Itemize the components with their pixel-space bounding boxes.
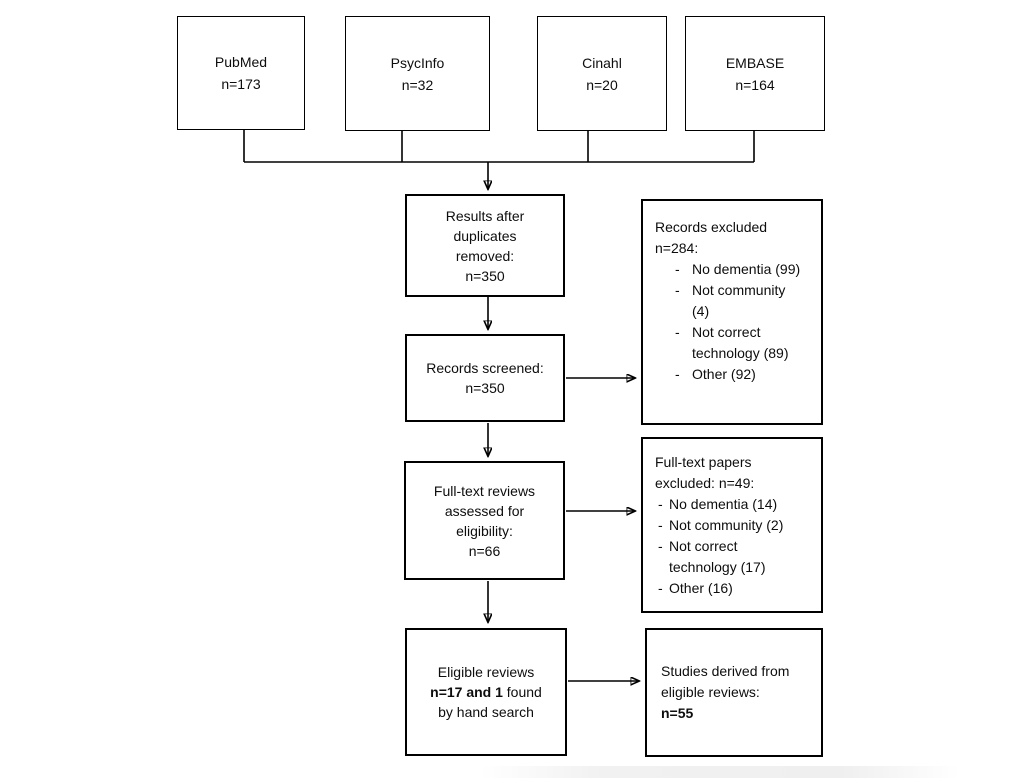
excluded-item: - Other (92) — [655, 364, 813, 385]
source-name: PsycInfo — [390, 54, 445, 71]
studies-derived-box: Studies derived from eligible reviews: n… — [645, 628, 823, 757]
source-count: n=20 — [586, 76, 618, 93]
dash-bullet: - — [675, 261, 680, 277]
dash-bullet: - — [675, 282, 680, 298]
dash-bullet: - — [658, 517, 663, 533]
excluded-item-text: Other (16) — [669, 580, 733, 596]
excluded-item: - Not correct technology (89) — [655, 322, 813, 364]
box-line: excluded: n=49: — [655, 475, 755, 491]
source-box-psycinfo: PsycInfo n=32 — [345, 16, 490, 131]
records-screened-box: Records screened: n=350 — [405, 334, 565, 422]
box-line: Results after — [445, 207, 525, 224]
excluded-item-text: Other (92) — [692, 366, 756, 382]
box-line: Records screened: — [426, 360, 544, 376]
dash-bullet: - — [658, 496, 663, 512]
box-line: Full-text reviews — [433, 482, 536, 499]
source-box-cinahl: Cinahl n=20 — [537, 16, 667, 131]
box-line: by hand search — [438, 704, 534, 720]
box-line: n=350 — [465, 380, 505, 396]
source-name: EMBASE — [725, 54, 785, 71]
source-count: n=173 — [221, 76, 261, 92]
excluded-item: - Not community (2) — [655, 515, 813, 536]
box-line: Full-text papers — [655, 454, 752, 470]
excluded-item: - Not community (4) — [655, 280, 813, 322]
box-line: duplicates — [453, 227, 517, 244]
dash-bullet: - — [675, 324, 680, 340]
excluded-item: - No dementia (99) — [655, 259, 813, 280]
excluded-item: - No dementia (14) — [655, 494, 813, 515]
source-box-embase: EMBASE n=164 — [685, 16, 825, 131]
box-line: Studies derived from — [661, 663, 790, 679]
fulltext-assessed-box: Full-text reviews assessed for eligibili… — [404, 461, 565, 580]
bottom-window-shadow — [480, 766, 960, 778]
box-line: n=350 — [465, 267, 505, 284]
excluded-item-text: Not community (4) — [692, 282, 786, 319]
source-name: Cinahl — [582, 54, 622, 71]
dash-bullet: - — [658, 538, 663, 554]
excluded-item: - Not correct technology (17) — [655, 536, 813, 578]
dash-bullet: - — [658, 580, 663, 596]
bold-count: n=17 and 1 — [430, 684, 503, 700]
box-line: eligible reviews: — [661, 684, 760, 700]
box-line: n=284: — [655, 240, 699, 256]
excluded-item-text: No dementia (99) — [692, 261, 801, 277]
source-name: PubMed — [214, 54, 268, 70]
box-line: n=66 — [468, 542, 501, 559]
excluded-item: - Other (16) — [655, 578, 813, 599]
box-line: eligibility: — [456, 522, 513, 539]
excluded-item-text: Not correct technology (89) — [692, 324, 789, 361]
box-line: removed: — [455, 247, 515, 264]
fulltext-excluded-box: Full-text papers excluded: n=49: - No de… — [641, 437, 823, 613]
source-count: n=32 — [401, 76, 434, 93]
bold-count: n=55 — [661, 705, 694, 721]
eligible-reviews-box: Eligible reviews n=17 and 1 found by han… — [405, 628, 567, 756]
source-box-pubmed: PubMed n=173 — [177, 16, 305, 130]
excluded-item-text: Not correct technology (17) — [669, 538, 766, 575]
box-line: Eligible reviews — [437, 664, 535, 680]
dash-bullet: - — [675, 366, 680, 382]
box-line: n=17 and 1 found — [430, 684, 542, 700]
excluded-item-text: Not community (2) — [669, 517, 784, 533]
results-after-duplicates-box: Results after duplicates removed: n=350 — [405, 194, 565, 297]
excluded-item-text: No dementia (14) — [669, 496, 778, 512]
source-count: n=164 — [735, 76, 775, 93]
box-line: assessed for — [444, 502, 525, 519]
box-line: Records excluded — [655, 219, 768, 235]
records-excluded-box: Records excluded n=284: - No dementia (9… — [641, 199, 823, 425]
